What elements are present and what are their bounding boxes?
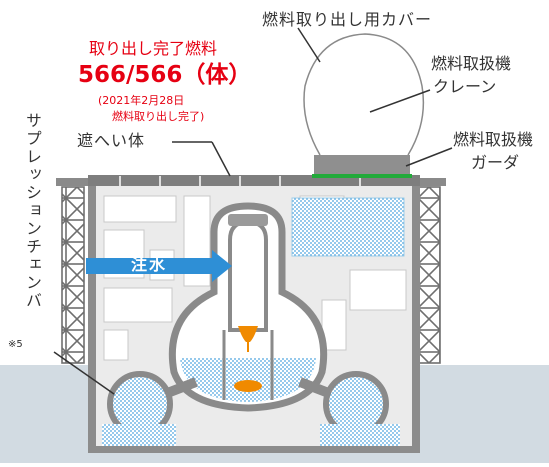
reactor-pressure-vessel — [228, 219, 268, 332]
label-fuel-removal-cover: 燃料取り出し用カバー — [262, 10, 433, 29]
girder-green-rail — [312, 174, 412, 178]
left-roof-ledge — [56, 178, 92, 186]
label-water-injection: 注水 — [131, 255, 168, 274]
label-removal-complete: 燃料取り出し完了) — [112, 110, 205, 123]
right-truss — [417, 186, 441, 364]
torus-room-water-left — [102, 424, 176, 446]
label-fuel-handling-girder-1: 燃料取扱機 — [453, 130, 534, 149]
label-removed-fuel-title: 取り出し完了燃料 — [89, 39, 218, 58]
label-shielding-body: 遮へい体 — [77, 131, 146, 150]
right-roof-ledge — [410, 178, 446, 186]
label-fuel-handling-crane-2: クレーン — [433, 77, 497, 96]
fuel-debris — [238, 326, 258, 342]
torus-room-water-right — [320, 424, 400, 446]
label-removed-date: (2021年2月28日 — [98, 94, 185, 107]
label-fuel-handling-girder-2: ガーダ — [471, 153, 520, 172]
rpv-head — [228, 214, 268, 226]
fuel-handling-machine-girder — [314, 155, 410, 177]
label-note-5: ※5 — [8, 339, 23, 350]
spent-fuel-pool — [291, 197, 405, 257]
label-removed-fuel-count: 566/566（体） — [78, 62, 252, 88]
fuel-debris-bottom — [234, 380, 262, 392]
label-fuel-handling-crane-1: 燃料取扱機 — [431, 54, 512, 73]
label-suppression-chamber: サプレッションチェンバ — [23, 112, 42, 310]
water-injection-arrow — [86, 250, 232, 282]
left-truss — [61, 186, 85, 364]
shielding-body — [88, 175, 420, 186]
fuel-removal-cover — [303, 33, 425, 156]
